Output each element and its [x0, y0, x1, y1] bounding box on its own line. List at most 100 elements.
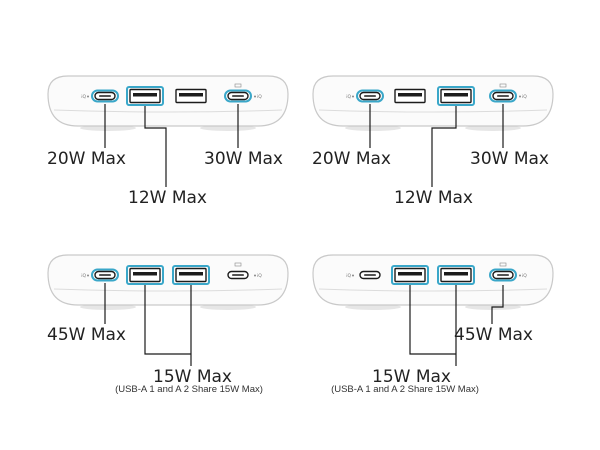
port-tongue [444, 93, 468, 97]
watt-label: 15W Max [153, 367, 232, 387]
port-label: 45W Max [454, 285, 533, 345]
device-seam [53, 288, 283, 292]
usb-a-port-icon [175, 88, 207, 104]
port-mark-text: iQ [522, 273, 527, 279]
device-seam [318, 288, 548, 292]
usb-a-port-icon [172, 265, 210, 285]
port-highlight [224, 89, 252, 103]
usb-a-port-icon [391, 265, 429, 285]
port-label: 20W Max [312, 104, 391, 169]
device-seam [318, 109, 548, 113]
share-note: (USB-A 1 and A 2 Share 15W Max) [115, 384, 263, 395]
port-tongue [398, 93, 422, 97]
port-label: 15W Max(USB-A 1 and A 2 Share 15W Max) [331, 285, 479, 395]
port-tongue [444, 272, 468, 276]
leader-line [491, 285, 504, 324]
usb-a-port-icon [126, 265, 164, 285]
usb-c-port-icon [489, 89, 517, 103]
mark-dot [254, 95, 256, 98]
device-body [47, 254, 289, 306]
mark-dot [352, 274, 354, 277]
usb-c-port-icon [224, 89, 252, 103]
watt-label: 30W Max [470, 149, 549, 169]
port-tongue [232, 95, 244, 97]
mark-dot [519, 274, 521, 277]
battery-mark-icon [499, 83, 507, 88]
poweriq-mark-icon: iQ [346, 273, 354, 279]
port-tongue [497, 95, 509, 97]
watt-label: 45W Max [47, 325, 126, 345]
usb-a-port-icon [437, 86, 475, 106]
battery-mark-icon [499, 262, 507, 267]
port-highlight [489, 89, 517, 103]
leader-line [144, 106, 167, 187]
poweriq-mark-icon: iQ [254, 273, 262, 279]
leader-line [409, 285, 457, 366]
port-tongue [99, 274, 111, 276]
usb-a-port-icon [126, 86, 164, 106]
port-label: 12W Max [394, 106, 473, 208]
usb-c-port-icon [489, 268, 517, 282]
port-mark-text: iQ [81, 273, 86, 279]
mark-dot [87, 95, 89, 98]
watt-label: 12W Max [128, 188, 207, 208]
port-tongue [179, 272, 203, 276]
port-highlight [437, 86, 475, 106]
port-label: 12W Max [128, 106, 207, 208]
mark-dot [87, 274, 89, 277]
port-label: 45W Max [47, 283, 126, 345]
share-note: (USB-A 1 and A 2 Share 15W Max) [331, 384, 479, 395]
poweriq-mark-icon: iQ [519, 273, 527, 279]
port-tongue [232, 274, 244, 276]
mark-dot [352, 95, 354, 98]
port-highlight [489, 268, 517, 282]
port-tongue [364, 95, 376, 97]
device-body [312, 254, 554, 306]
port-highlight [391, 265, 429, 285]
power-bank-icon [312, 254, 554, 310]
battery-mark-icon [234, 262, 242, 267]
usb-c-port-icon [359, 270, 381, 280]
port-mark-text: iQ [346, 94, 351, 100]
leader-line [431, 106, 457, 187]
watt-label: 20W Max [47, 149, 126, 169]
port-highlight [437, 265, 475, 285]
battery-mark-icon [234, 83, 242, 88]
device-body [47, 75, 289, 127]
usb-a-port-icon [437, 265, 475, 285]
leader-line [144, 285, 192, 366]
port-tongue [398, 272, 422, 276]
port-tongue [133, 272, 157, 276]
port-label: 20W Max [47, 104, 126, 169]
mark-dot [254, 274, 256, 277]
port-tongue [497, 274, 509, 276]
port-highlight [356, 89, 384, 103]
port-tongue [99, 95, 111, 97]
usb-c-port-icon [91, 89, 119, 103]
usb-a-port-icon [394, 88, 426, 104]
port-mark-text: iQ [257, 94, 262, 100]
diagram-panel: iQ iQ 15W Max(USB-A 1 and A 2 Share 15W Ma… [312, 254, 554, 395]
usb-c-port-icon [356, 89, 384, 103]
watt-label: 12W Max [394, 188, 473, 208]
port-label: 30W Max [204, 104, 283, 169]
port-highlight [126, 265, 164, 285]
power-bank-icon [47, 75, 289, 131]
port-highlight [91, 89, 119, 103]
port-tongue [364, 274, 376, 276]
port-mark-text: iQ [81, 94, 86, 100]
power-bank-icon [312, 75, 554, 131]
port-highlight [91, 268, 119, 282]
port-mark-text: iQ [257, 273, 262, 279]
port-highlight [126, 86, 164, 106]
port-tongue [133, 93, 157, 97]
poweriq-mark-icon: iQ [254, 94, 262, 100]
usb-c-port-icon [91, 268, 119, 282]
port-label: 15W Max(USB-A 1 and A 2 Share 15W Max) [115, 285, 263, 395]
mark-dot [519, 95, 521, 98]
watt-label: 15W Max [372, 367, 451, 387]
usb-c-port-icon [227, 270, 249, 280]
